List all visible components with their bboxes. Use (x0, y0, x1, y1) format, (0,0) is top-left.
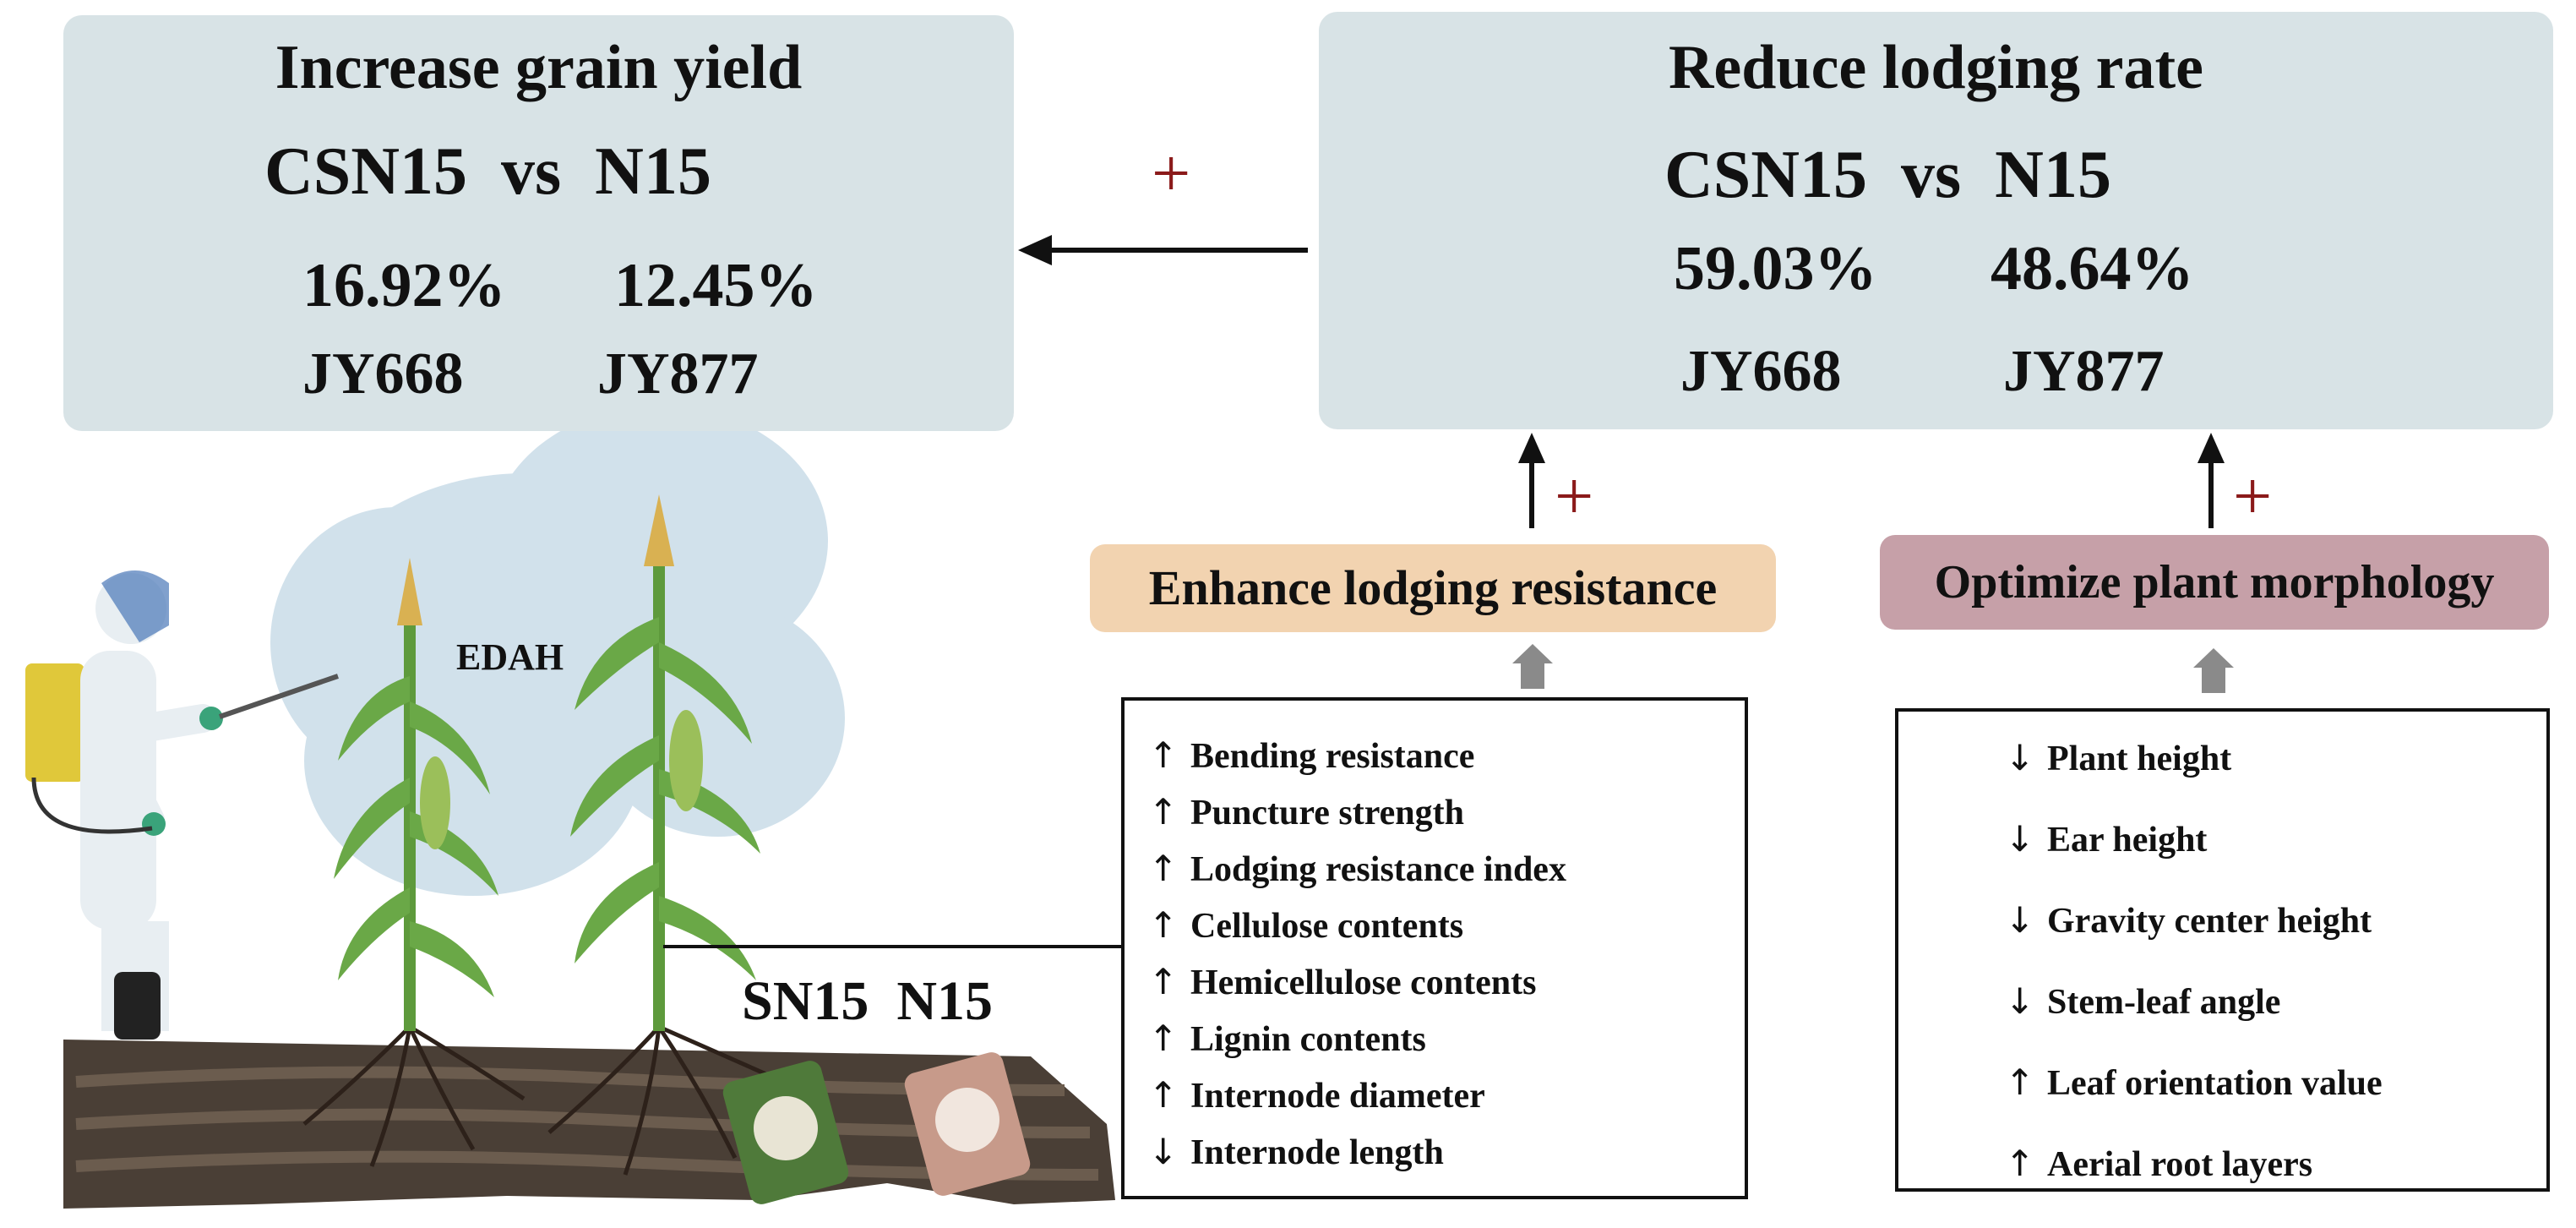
arrow-icon: ↓ (2005, 737, 2035, 778)
yield-compare: CSN15 vs N15 (264, 134, 711, 209)
up-arrow-resistance (1518, 433, 1545, 528)
arrow-icon: ↓ (1148, 1131, 1179, 1172)
plus-sign-morphology: + (2233, 457, 2273, 534)
resistance-item: ↑ Lignin contents (1148, 1018, 1426, 1060)
morphology-item: ↑ Aerial root layers (2005, 1143, 2312, 1185)
morphology-item: ↓ Ear height (2005, 818, 2207, 860)
lodging-compare: CSN15 vs N15 (1664, 138, 2111, 212)
gray-arrow-morphology (2193, 648, 2234, 693)
lodging-pct-jy877: 48.64% (1991, 234, 2194, 303)
lodging-pct-jy668: 59.03% (1674, 234, 1877, 303)
yield-pct-jy668: 16.92% (302, 251, 506, 320)
arrow-icon: ↑ (2005, 1062, 2035, 1103)
arrow-icon: ↓ (2005, 899, 2035, 941)
resistance-item: ↑ Bending resistance (1148, 734, 1474, 777)
arrow-icon: ↑ (1148, 734, 1179, 776)
spray-label: EDAH (456, 636, 564, 678)
fertilizer-label: SN15 N15 (742, 970, 994, 1032)
worker-figure (25, 570, 339, 1040)
resistance-item-label: Puncture strength (1190, 794, 1464, 832)
lodging-variety-jy668: JY668 (1680, 339, 1842, 404)
morphology-header: Optimize plant morphology (1880, 535, 2549, 630)
arrow-icon: ↓ (2005, 980, 2035, 1022)
resistance-item-label: Cellulose contents (1190, 907, 1464, 946)
morphology-item: ↓ Plant height (2005, 737, 2231, 779)
left-arrow (1018, 235, 1308, 265)
morphology-item: ↓ Stem-leaf angle (2005, 980, 2280, 1023)
yield-variety-jy877: JY877 (597, 341, 759, 407)
resistance-item-label: Hemicellulose contents (1190, 963, 1537, 1002)
lodging-panel: Reduce lodging rate CSN15 vs N15 59.03% … (1319, 12, 2553, 429)
resistance-item-label: Bending resistance (1190, 737, 1475, 776)
arrow-icon: ↑ (1148, 904, 1179, 946)
morphology-list: ↓ Plant height ↓ Ear height ↓ Gravity cente… (1895, 708, 2550, 1192)
morphology-item: ↑ Leaf orientation value (2005, 1062, 2383, 1104)
yield-pct-jy877: 12.45% (614, 251, 818, 320)
arrow-icon: ↑ (2005, 1143, 2035, 1184)
lodging-title: Reduce lodging rate (1668, 33, 2204, 102)
resistance-item: ↑ Internode diameter (1148, 1074, 1485, 1116)
yield-panel: Increase grain yield CSN15 vs N15 16.92%… (63, 15, 1014, 431)
morphology-item-label: Stem-leaf angle (2047, 983, 2281, 1022)
resistance-header: Enhance lodging resistance (1090, 544, 1776, 632)
gray-arrow-resistance (1512, 644, 1553, 689)
morphology-item-label: Plant height (2047, 740, 2232, 778)
resistance-item: ↑ Hemicellulose contents (1148, 961, 1536, 1003)
resistance-item: ↑ Puncture strength (1148, 791, 1464, 833)
morphology-item: ↓ Gravity center height (2005, 899, 2372, 941)
resistance-item: ↑ Cellulose contents (1148, 904, 1463, 947)
resistance-item-label: Lodging resistance index (1190, 850, 1566, 889)
resistance-item: ↑ Lodging resistance index (1148, 848, 1566, 890)
morphology-item-label: Leaf orientation value (2047, 1064, 2383, 1103)
resistance-item-label: Lignin contents (1190, 1020, 1426, 1059)
plus-sign-resistance: + (1555, 457, 1594, 534)
resistance-title: Enhance lodging resistance (1148, 560, 1718, 615)
morphology-item-label: Ear height (2047, 821, 2208, 860)
corn-plant-right (570, 494, 760, 1031)
arrow-icon: ↑ (1148, 961, 1179, 1002)
resistance-item: ↓ Internode length (1148, 1131, 1444, 1173)
up-arrow-morphology (2197, 433, 2225, 528)
morphology-item-label: Aerial root layers (2047, 1145, 2313, 1184)
corn-plant-left (334, 558, 498, 1031)
arrow-icon: ↓ (2005, 818, 2035, 860)
morphology-title: Optimize plant morphology (1934, 556, 2495, 609)
arrow-icon: ↑ (1148, 848, 1179, 889)
arrow-icon: ↑ (1148, 1018, 1179, 1059)
resistance-item-label: Internode diameter (1190, 1077, 1485, 1116)
yield-variety-jy668: JY668 (302, 341, 464, 407)
fertilizer-bag-green (722, 1061, 849, 1204)
fertilizer-bag-pink (904, 1052, 1031, 1196)
arrow-icon: ↑ (1148, 791, 1179, 832)
roots (302, 1024, 804, 1176)
resistance-list: ↑ Bending resistance ↑ Puncture strength ↑… (1121, 697, 1748, 1199)
resistance-item-label: Internode length (1190, 1133, 1444, 1172)
yield-title: Increase grain yield (275, 33, 803, 102)
lodging-variety-jy877: JY877 (2003, 339, 2165, 404)
arrow-icon: ↑ (1148, 1074, 1179, 1116)
morphology-item-label: Gravity center height (2047, 902, 2372, 941)
plus-sign-top: + (1152, 134, 1191, 211)
